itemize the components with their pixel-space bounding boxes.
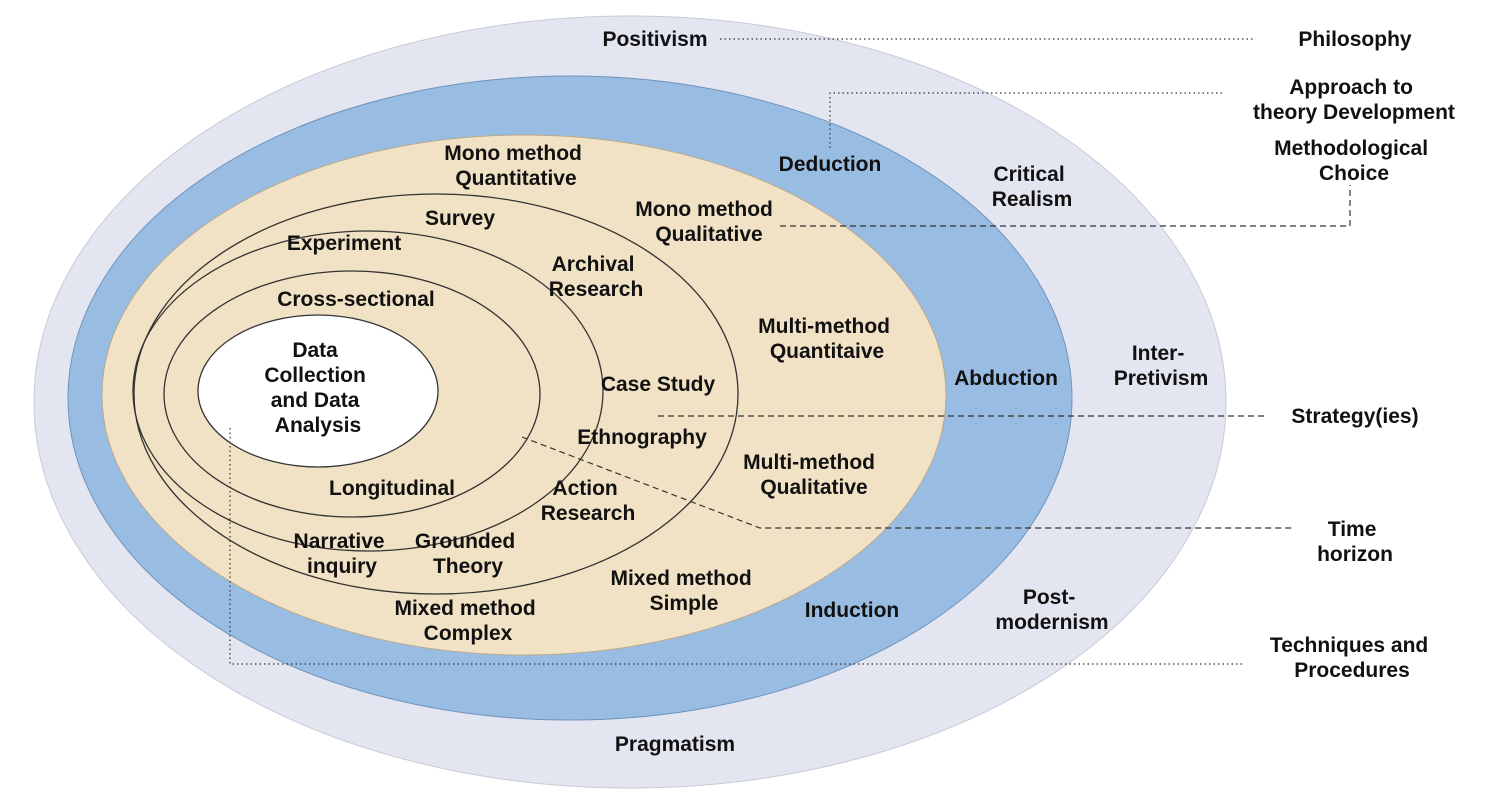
cross-sectional-label: Cross-sectional xyxy=(277,288,435,311)
legend-methodological-choice: Methodological Choice xyxy=(1274,137,1434,185)
abduction-label: Abduction xyxy=(954,367,1058,390)
multi-method-quantitative-label: Multi-method Quantitaive xyxy=(758,315,896,363)
grounded-theory-label: Grounded Theory xyxy=(415,530,521,578)
mixed-method-complex-label: Mixed method Complex xyxy=(394,597,541,645)
time-horizon-leader-line xyxy=(521,436,1295,529)
survey-label: Survey xyxy=(425,207,495,230)
legend-time-horizon: Time horizon xyxy=(1317,518,1393,566)
action-research-label: Action Research xyxy=(541,477,636,525)
methodological-choice-leader-line xyxy=(780,185,1351,227)
experiment-label: Experiment xyxy=(287,232,401,255)
pragmatism-label: Pragmatism xyxy=(615,733,735,756)
time-horizon-inner-boundary xyxy=(163,270,541,518)
time-horizon-layer-boundary xyxy=(132,230,604,552)
ethnography-label: Ethnography xyxy=(577,426,707,449)
approach-leader-line xyxy=(829,92,1222,148)
strategy-layer-boundary xyxy=(133,193,739,595)
legend-techniques-and-procedures: Techniques and Procedures xyxy=(1270,634,1434,682)
postmodernism-label: Post- modernism xyxy=(995,586,1108,634)
core-layer xyxy=(197,314,439,468)
mono-method-quantitative-label: Mono method Quantitative xyxy=(444,142,587,190)
mixed-method-simple-label: Mixed method Simple xyxy=(610,567,757,615)
critical-realism-label: Critical Realism xyxy=(992,163,1073,211)
multi-method-qualitative-label: Multi-method Qualitative xyxy=(743,451,881,499)
induction-label: Induction xyxy=(805,599,899,622)
legend-strategies: Strategy(ies) xyxy=(1291,405,1418,428)
archival-research-label: Archival Research xyxy=(549,253,644,301)
positivism-label: Positivism xyxy=(602,28,707,51)
interpretivism-label: Inter- Pretivism xyxy=(1114,342,1209,390)
mono-method-qualitative-label: Mono method Qualitative xyxy=(635,198,778,246)
methodological-choice-layer xyxy=(101,134,947,656)
legend-philosophy: Philosophy xyxy=(1298,28,1411,51)
narrative-inquiry-label: Narrative inquiry xyxy=(294,530,391,578)
core-label: Data Collection and Data Analysis xyxy=(264,339,371,437)
deduction-label: Deduction xyxy=(779,153,882,176)
legend-approach: Approach to theory Development xyxy=(1253,76,1455,124)
longitudinal-label: Longitudinal xyxy=(329,477,455,500)
case-study-label: Case Study xyxy=(601,373,716,396)
